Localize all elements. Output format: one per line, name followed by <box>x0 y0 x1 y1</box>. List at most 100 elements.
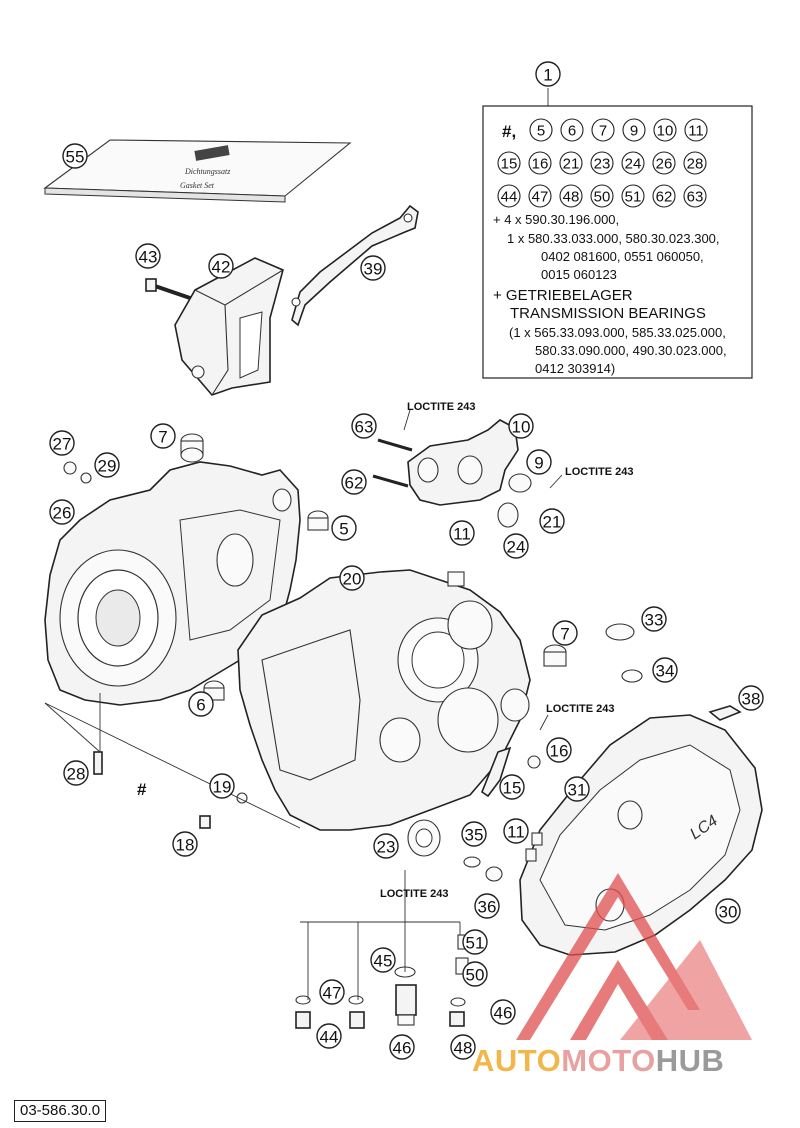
callout-circle <box>526 449 552 475</box>
loctite-label-4: LOCTITE 243 <box>380 888 448 900</box>
callout-number: 28 <box>67 765 86 784</box>
callout-number: 11 <box>453 525 471 544</box>
callout-circle <box>715 898 741 924</box>
callout-circle <box>94 452 120 478</box>
callout-number: 26 <box>53 504 72 523</box>
kit-item-number: 26 <box>656 156 673 173</box>
callout-circle <box>351 413 377 439</box>
kit-line-3: 0402 081600, 0551 060050, <box>541 249 704 264</box>
callout-circle <box>462 929 488 955</box>
callout-number: 20 <box>343 570 362 589</box>
callout-circle <box>49 430 75 456</box>
callout-circle <box>188 691 214 717</box>
callout-circle <box>373 833 399 859</box>
callout-number: 9 <box>534 454 543 473</box>
left-crankcase <box>44 461 301 706</box>
callout-number: 21 <box>543 513 562 532</box>
kit-item-number: 24 <box>625 156 642 173</box>
callout-5: 5 <box>331 515 357 541</box>
leader-lines <box>44 409 563 1000</box>
kit-item-number: 48 <box>563 189 580 206</box>
callout-circle <box>503 818 529 844</box>
page-id: 03-586.30.0 <box>14 1100 107 1122</box>
callout-number: 63 <box>355 418 374 437</box>
callout-number: 34 <box>656 662 675 681</box>
kit-item-number: 47 <box>532 189 549 206</box>
booklet-line-2: Gasket Set <box>180 181 215 190</box>
callout-number: 46 <box>393 1039 412 1058</box>
kit-item-number: 7 <box>599 123 607 140</box>
callout-circle <box>450 1034 476 1060</box>
callout-circle <box>360 255 386 281</box>
callout-number: 33 <box>645 611 664 630</box>
callout-circle <box>499 774 525 800</box>
callout-47: 47 <box>319 979 345 1005</box>
callout-number: 7 <box>158 428 167 447</box>
callout-39: 39 <box>360 255 386 281</box>
callout-number: 30 <box>719 903 738 922</box>
callout-circle <box>490 999 516 1025</box>
callout-number: 29 <box>98 457 117 476</box>
callout-18: 18 <box>172 831 198 857</box>
watermark-part-1: AUTO <box>472 1043 562 1078</box>
kit-item-number: 23 <box>594 156 611 173</box>
callout-circle <box>319 979 345 1005</box>
bearing-housing <box>372 419 519 506</box>
callout-number: 39 <box>364 260 383 279</box>
kit-item-number: 5 <box>537 123 545 140</box>
callout-circle <box>474 893 500 919</box>
callout-number: 31 <box>568 781 587 800</box>
kit-item-number: 63 <box>687 189 704 206</box>
callout-circle <box>738 685 764 711</box>
callout-number: 43 <box>139 248 158 267</box>
kit-item-circle <box>591 118 615 142</box>
callout-number: 50 <box>466 966 485 985</box>
callout-46: 46 <box>389 1034 415 1060</box>
kit-item-circle <box>652 184 676 208</box>
kit-item-number: 11 <box>688 123 704 140</box>
callout-10: 10 <box>508 413 534 439</box>
callout-number: 7 <box>560 625 569 644</box>
callout-number: 36 <box>478 898 497 917</box>
kit-item-number: 16 <box>532 156 549 173</box>
callout-circle <box>641 606 667 632</box>
callout-26: 26 <box>49 499 75 525</box>
watermark-part-3: HUB <box>655 1043 725 1078</box>
right-crankcase <box>237 569 531 831</box>
callout-number: 16 <box>550 742 569 761</box>
callout-circle <box>339 565 365 591</box>
loctite-label-2: LOCTITE 243 <box>565 466 633 478</box>
callout-19: 19 <box>209 773 235 799</box>
callout-circle <box>503 533 529 559</box>
callout-circle <box>172 831 198 857</box>
ignition-cover: LC4 <box>519 714 763 956</box>
callout-11: 11 <box>449 520 475 546</box>
callout-24: 24 <box>503 533 529 559</box>
kit-item-circle <box>652 151 676 175</box>
callout-number: 48 <box>454 1039 473 1058</box>
callout-number: 23 <box>377 838 396 857</box>
callout-21: 21 <box>539 508 565 534</box>
callout-62: 62 <box>341 469 367 495</box>
kit-item-number: 51 <box>625 189 642 206</box>
callout-15: 15 <box>499 774 525 800</box>
callout-7-2: 7 <box>552 620 578 646</box>
callout-33: 33 <box>641 606 667 632</box>
callout-number: 15 <box>503 779 522 798</box>
callout-circle <box>150 423 176 449</box>
callout-51: 51 <box>462 929 488 955</box>
callout-42: 42 <box>208 253 234 279</box>
callout-48: 48 <box>450 1034 476 1060</box>
callout-30: 30 <box>715 898 741 924</box>
callout-circle <box>209 773 235 799</box>
kit-item-circle <box>559 151 583 175</box>
hash-mark: # <box>137 780 147 799</box>
callout-29: 29 <box>94 452 120 478</box>
kit-item-circle <box>684 118 708 142</box>
callout-circle <box>63 760 89 786</box>
callout-circle <box>370 947 396 973</box>
callout-43: 43 <box>135 243 161 269</box>
loctite-label-3: LOCTITE 243 <box>546 703 614 715</box>
callout-number: 27 <box>53 435 72 454</box>
